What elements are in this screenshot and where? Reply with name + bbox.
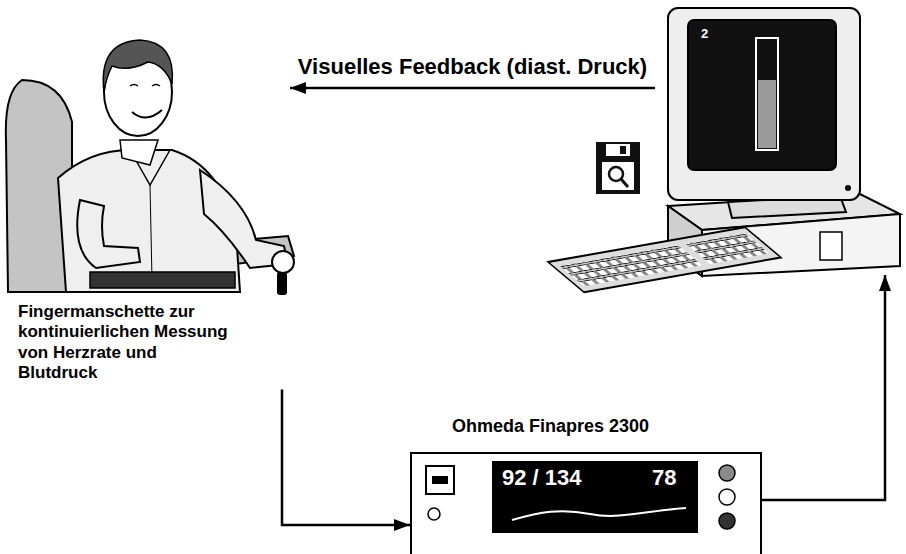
monitor-part (688, 20, 836, 170)
man-figure-part (90, 272, 235, 288)
computer-tower-part (820, 232, 842, 260)
heart-rate-reading: 78 (652, 465, 676, 491)
finapres-panel-part (428, 508, 440, 520)
screen-digit: 2 (701, 26, 708, 42)
floppy-disk-icon (596, 142, 640, 194)
device-name: Ohmeda Finapres 2300 (452, 416, 649, 438)
man-figure-part (272, 251, 294, 273)
connector-arrow (282, 390, 410, 525)
finapres-panel-part (719, 513, 735, 529)
keyboard-part (560, 245, 702, 286)
keyboard (548, 227, 781, 292)
keyboard-part (686, 233, 769, 264)
man-figure-part (150, 185, 152, 280)
finapres-panel-part (512, 508, 686, 520)
man-figure-part (77, 200, 140, 268)
connector-arrow (290, 87, 655, 90)
monitor-part (756, 38, 778, 150)
finapres-panel-part (492, 461, 698, 533)
connector-arrow (762, 275, 885, 500)
finapres-panel (426, 461, 735, 533)
finapres-panel-part (432, 476, 448, 484)
floppy-disk-icon-part (606, 144, 630, 156)
floppy-disk-icon-part (620, 146, 626, 154)
man-figure-part (132, 110, 162, 118)
floppy-disk-icon-part (602, 162, 634, 190)
man-figure-part (120, 140, 158, 165)
floppy-disk-icon-part (621, 179, 628, 187)
edge-label: Visuelles Feedback (diast. Druck) (295, 54, 650, 80)
finapres-panel-part (426, 466, 454, 494)
man-figure (58, 40, 294, 295)
finapres-panel-part (719, 465, 735, 481)
floppy-disk-icon-part (609, 167, 623, 181)
man-figure-part (103, 40, 172, 92)
computer: 2 (655, 5, 903, 275)
man-figure-part (277, 272, 287, 295)
monitor-part (845, 185, 851, 191)
monitor-part (758, 80, 776, 148)
floppy-disk-icon-part (596, 142, 640, 194)
keyboard-part (548, 227, 781, 292)
blood-pressure-reading: 92 / 134 (502, 465, 582, 491)
monitor-part (668, 8, 860, 200)
finapres-device: Ohmeda Finapres 230092 / 13478 (410, 452, 762, 554)
finapres-panel-part (719, 489, 735, 505)
cuff-label: Fingermanschette zur kontinuierlichen Me… (18, 302, 240, 384)
person-figure: Fingermanschette zur kontinuierlichen Me… (0, 10, 290, 390)
man-figure-part (130, 85, 160, 87)
monitor (668, 8, 860, 218)
